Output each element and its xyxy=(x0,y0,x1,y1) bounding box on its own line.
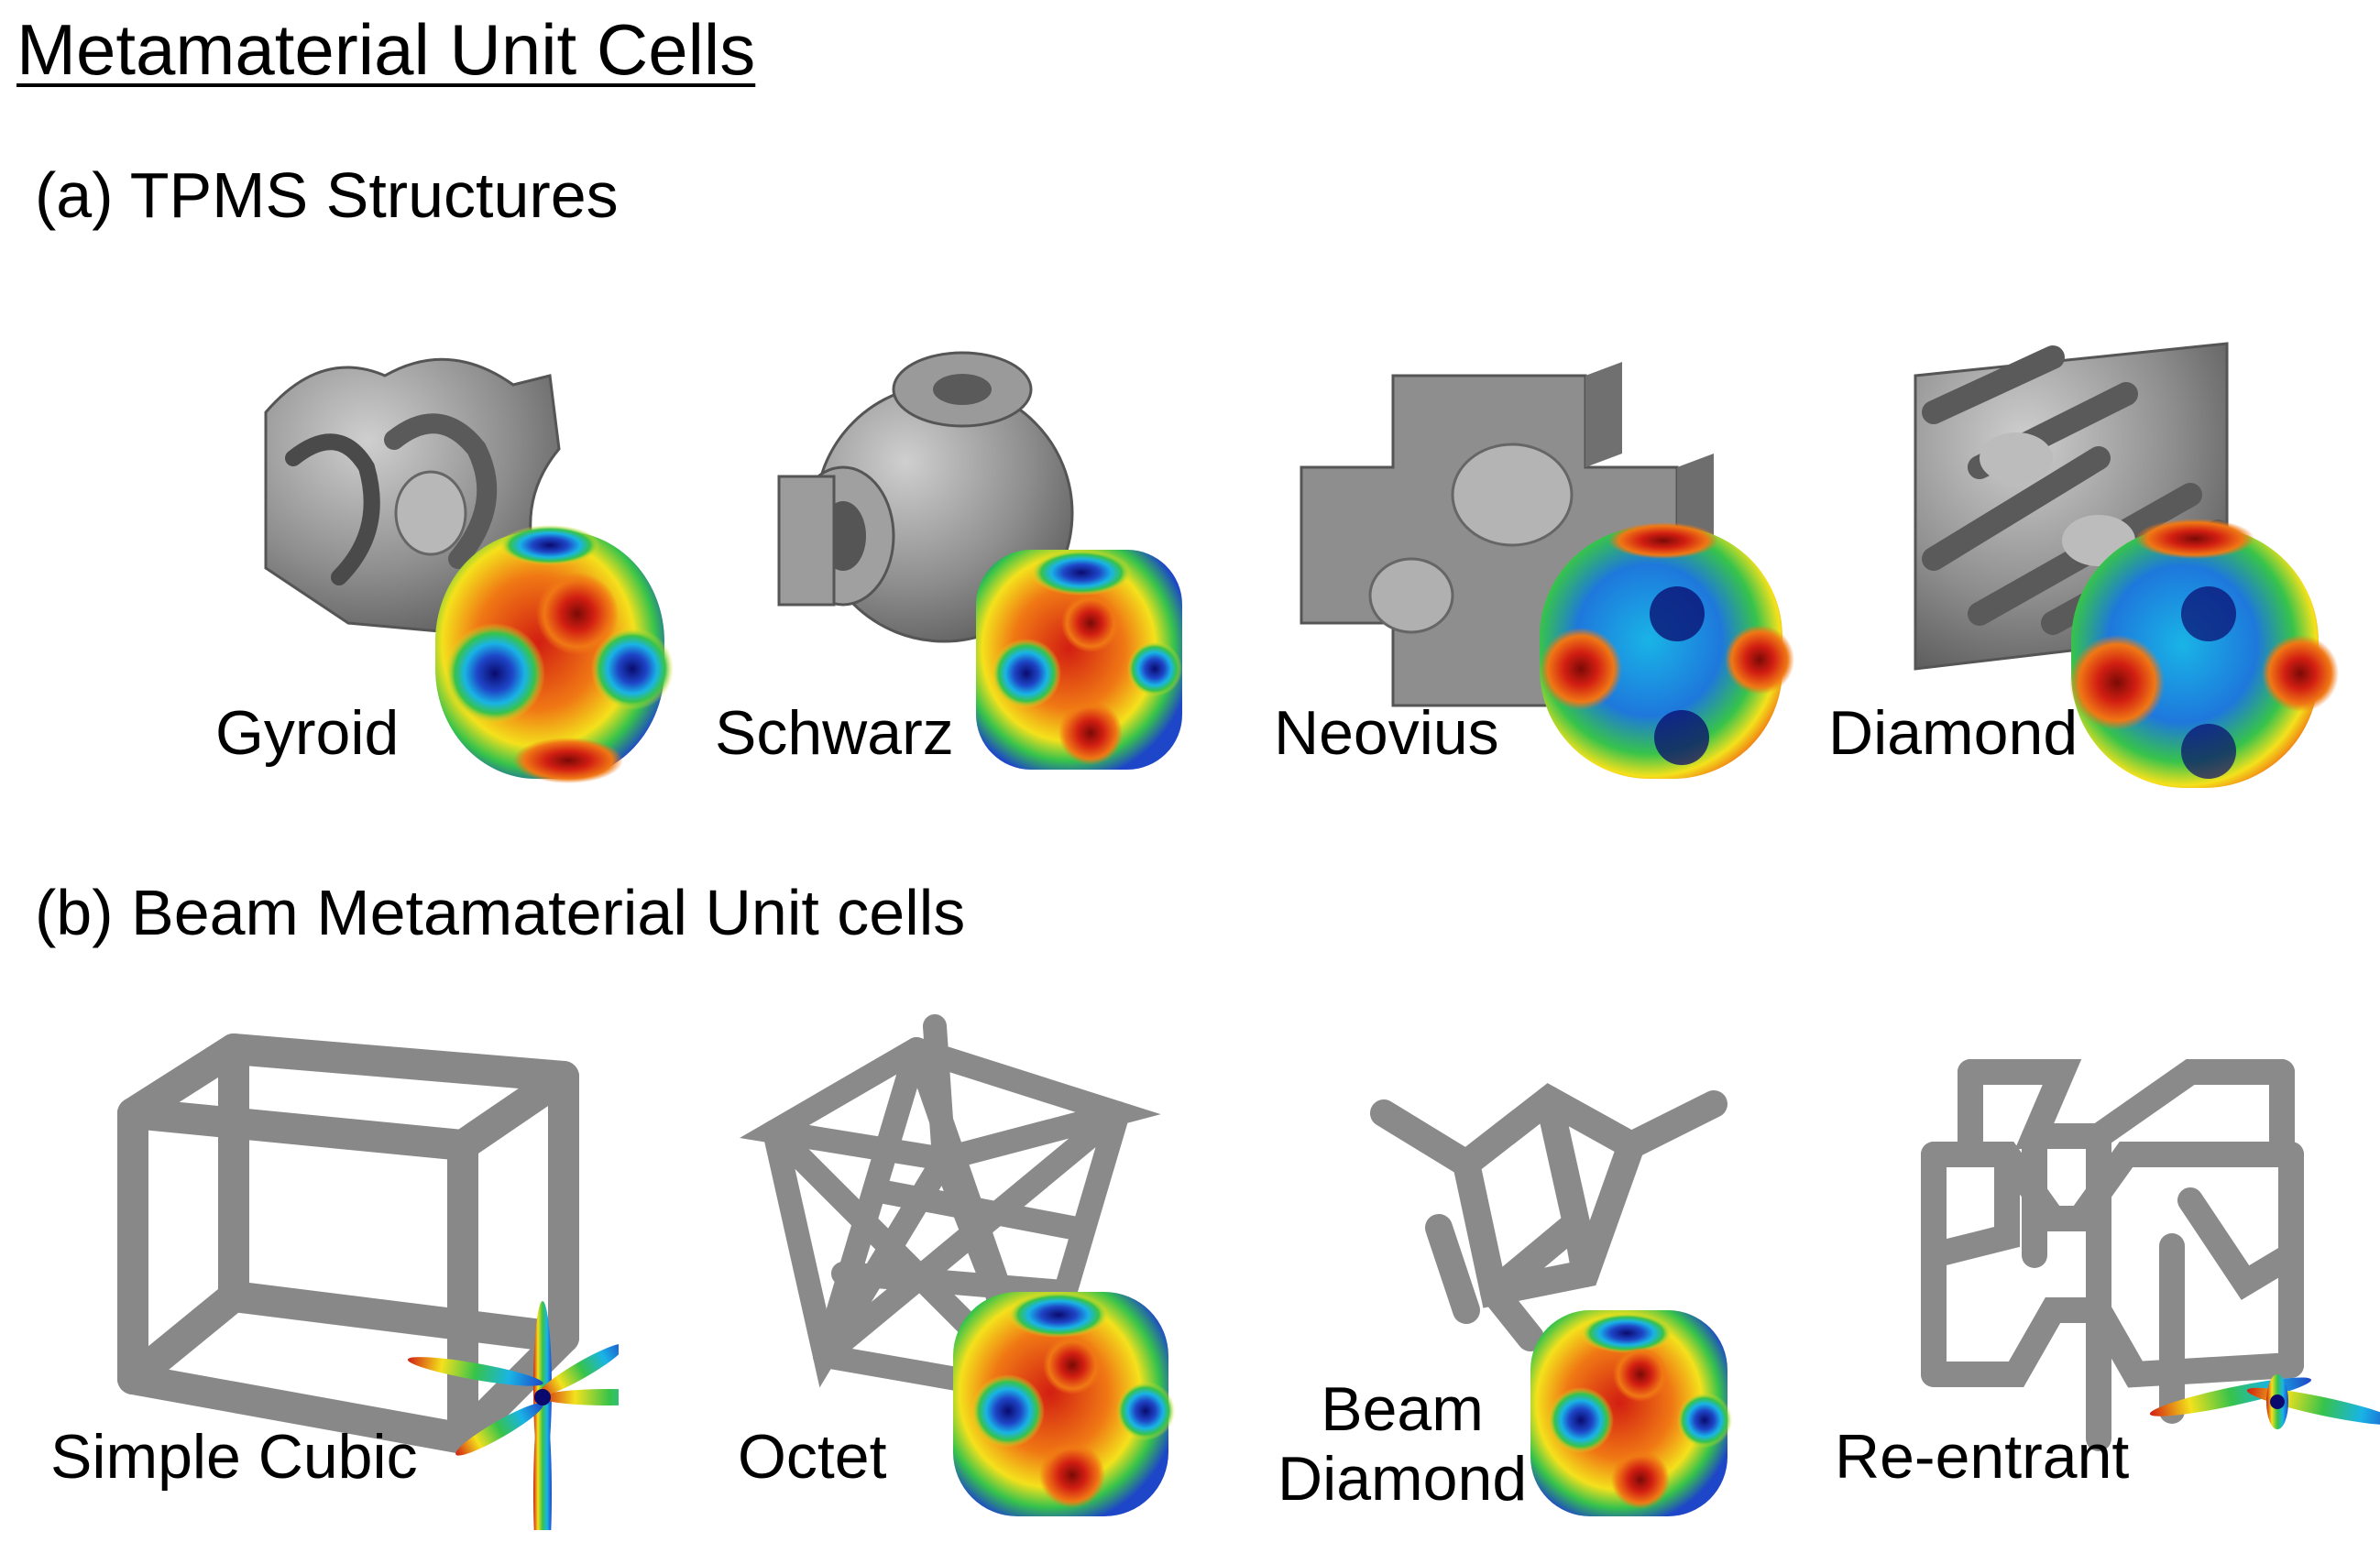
octet-panel: Octet xyxy=(733,1008,1301,1521)
simple-cubic-panel: Simple Cubic xyxy=(50,1017,619,1530)
section-a-heading: (a) TPMS Structures xyxy=(35,159,619,231)
reentrant-label: Re-entrant xyxy=(1835,1422,2130,1492)
schwarz-illustration xyxy=(777,351,1182,770)
reentrant-illustration xyxy=(1921,1059,2380,1451)
beam-diamond-polar-map xyxy=(1530,1310,1732,1516)
simple-cubic-polar-map xyxy=(407,1301,619,1530)
diamond-panel: Diamond xyxy=(1824,321,2380,834)
gyroid-panel: Gyroid xyxy=(211,321,779,834)
gyroid-label: Gyroid xyxy=(215,698,400,768)
diamond-illustration xyxy=(1914,342,2339,788)
schwarz-panel: Schwarz xyxy=(715,321,1283,834)
beam-diamond-label-line2: Diamond xyxy=(1278,1444,1528,1515)
reentrant-polar-map xyxy=(2149,1374,2380,1429)
simple-cubic-illustration xyxy=(117,1034,619,1530)
neovius-panel: Neovius xyxy=(1274,321,1842,834)
schwarz-label: Schwarz xyxy=(715,698,954,768)
octet-polar-map xyxy=(953,1292,1175,1516)
octet-label: Octet xyxy=(738,1422,887,1492)
gyroid-illustration xyxy=(264,357,674,783)
section-b-heading: (b) Beam Metamaterial Unit cells xyxy=(35,877,966,948)
beam-diamond-label: Beam Diamond xyxy=(1278,1374,1527,1514)
reentrant-panel: Re-entrant xyxy=(1824,1017,2380,1530)
diamond-polar-map xyxy=(2069,519,2339,788)
neovius-illustration xyxy=(1300,362,1794,779)
schwarz-polar-map xyxy=(976,550,1182,770)
beam-diamond-label-line1: Beam xyxy=(1321,1374,1484,1444)
neovius-label: Neovius xyxy=(1274,698,1499,768)
diamond-label: Diamond xyxy=(1828,698,2078,768)
gyroid-polar-map xyxy=(435,525,674,783)
octet-illustration xyxy=(740,1014,1175,1516)
beam-diamond-illustration xyxy=(1370,1083,1732,1516)
neovius-polar-map xyxy=(1540,522,1794,779)
beam-diamond-panel: Beam Diamond xyxy=(1278,1008,1851,1521)
simple-cubic-label: Simple Cubic xyxy=(50,1422,418,1492)
figure-title: Metamaterial Unit Cells xyxy=(16,9,756,90)
